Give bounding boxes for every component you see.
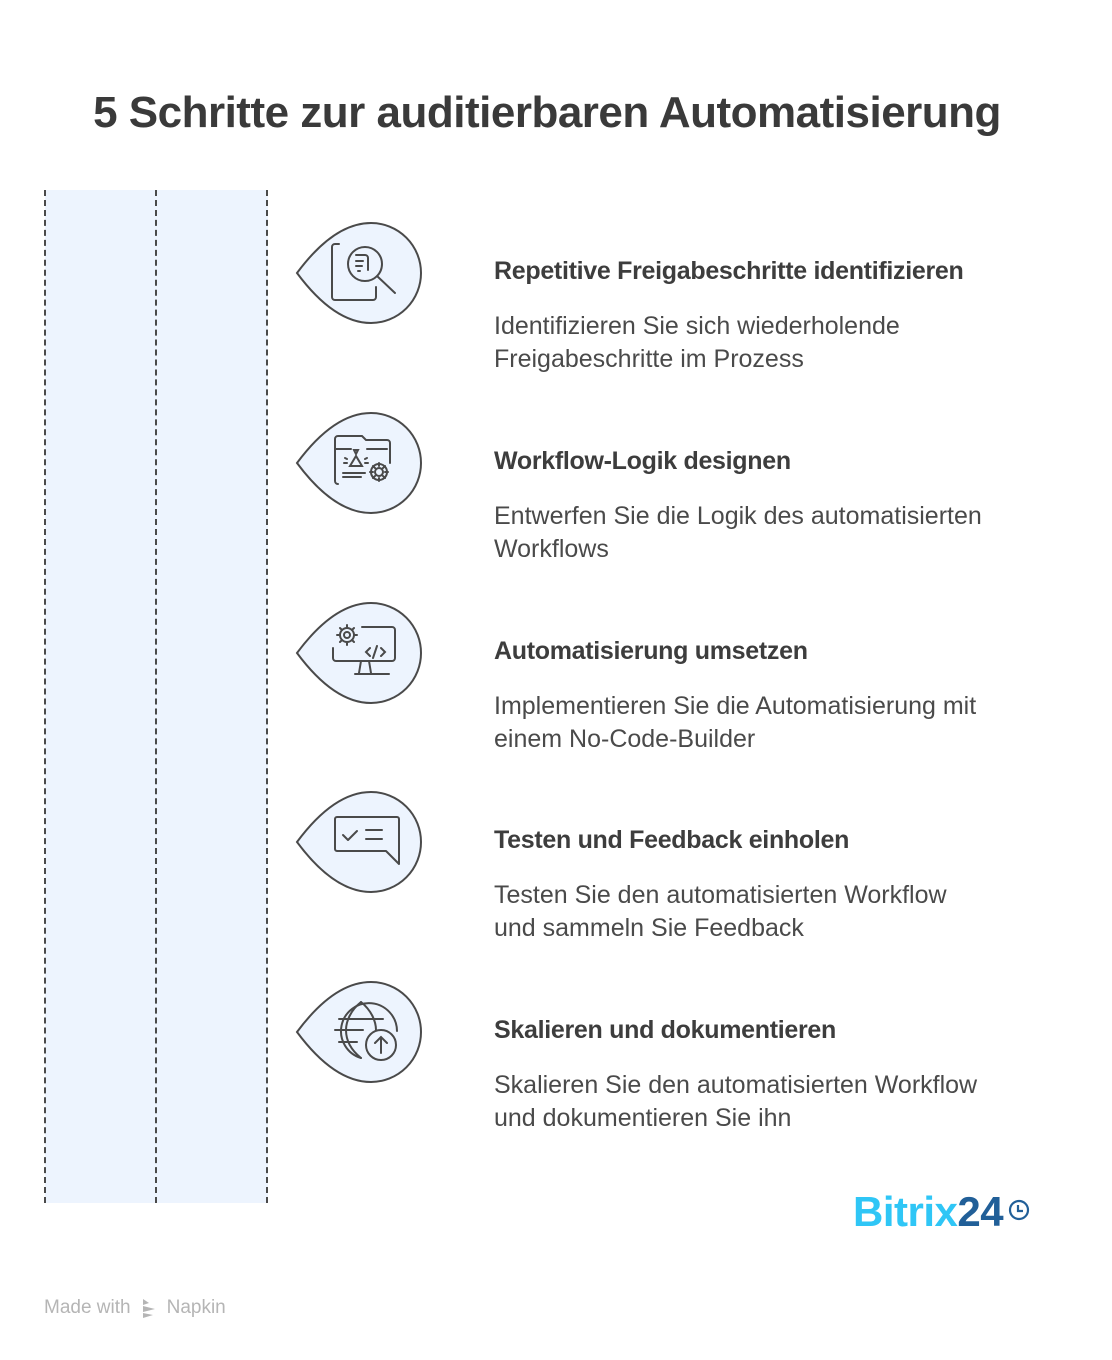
footer-prefix: Made with xyxy=(44,1297,131,1318)
page-title: 5 Schritte zur auditierbaren Automatisie… xyxy=(93,88,1001,137)
step-1: Repetitive Freigabeschritte identifizier… xyxy=(494,256,1074,376)
napkin-logo-icon xyxy=(142,1299,155,1318)
globe-upload-icon xyxy=(295,980,422,1084)
step-description: Entwerfen Sie die Logik des automatisier… xyxy=(494,502,982,563)
step-3: Automatisierung umsetzen Implementieren … xyxy=(494,636,1074,756)
step-title: Automatisierung umsetzen xyxy=(494,637,808,665)
step-title: Skalieren und dokumentieren xyxy=(494,1016,836,1044)
step-5: Skalieren und dokumentieren Skalieren Si… xyxy=(494,1015,1074,1135)
bitrix24-logo: Bitrix 24 xyxy=(853,1188,1031,1236)
monitor-code-gear-icon xyxy=(295,601,422,705)
made-with-napkin: Made with Napkin xyxy=(44,1297,226,1319)
step-description: Testen Sie den automatisierten Workflow … xyxy=(494,881,947,942)
step-title: Workflow-Logik designen xyxy=(494,447,791,475)
step-4: Testen und Feedback einholen Testen Sie … xyxy=(494,825,1074,945)
step-title: Testen und Feedback einholen xyxy=(494,826,850,854)
clock-icon xyxy=(1008,1199,1030,1221)
footer-name: Napkin xyxy=(166,1297,226,1318)
brand-part-2: 24 xyxy=(957,1188,1004,1235)
step-description: Identifizieren Sie sich wiederholende Fr… xyxy=(494,312,900,373)
dashed-divider-left xyxy=(44,190,46,1203)
brand-part-1: Bitrix xyxy=(853,1188,958,1235)
dashed-divider-right xyxy=(266,190,268,1203)
step-2: Workflow-Logik designen Entwerfen Sie di… xyxy=(494,446,1074,566)
step-description: Implementieren Sie die Automatisierung m… xyxy=(494,692,977,753)
design-gear-icon xyxy=(295,411,422,515)
step-description: Skalieren Sie den automatisierten Workfl… xyxy=(494,1071,978,1132)
chat-check-icon xyxy=(295,790,422,894)
dashed-divider-middle xyxy=(155,190,157,1203)
step-title: Repetitive Freigabeschritte identifizier… xyxy=(494,257,964,285)
document-search-icon xyxy=(295,221,422,325)
